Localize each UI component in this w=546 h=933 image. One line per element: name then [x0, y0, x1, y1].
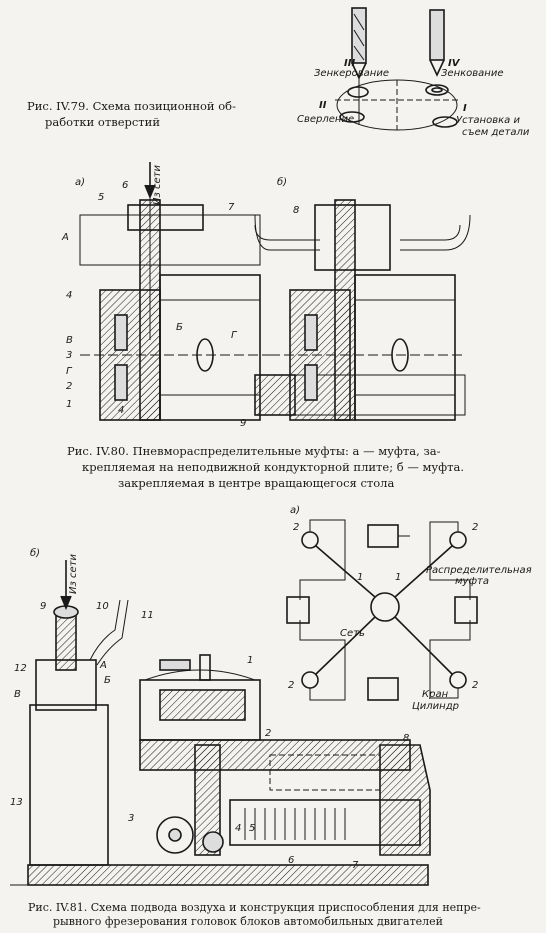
fig80-caption-line2: крепляемая на неподвижной кондукторной п…: [82, 460, 465, 474]
fig81b-from-net: Из сети: [68, 554, 79, 594]
fig81a-dist-label1: Распределительная: [426, 565, 532, 576]
fig81-caption-line2: рывного фрезерования головок блоков авто…: [53, 915, 444, 928]
fig80-label-Г-right: Г: [231, 330, 237, 341]
fig80-sub-a: а): [75, 177, 86, 188]
fig81b-label-5: 5: [249, 823, 256, 834]
fig81b-label-3: 3: [128, 813, 135, 824]
fig81-sub-b: б): [30, 548, 41, 559]
fig81a-label-2-tr: 2: [472, 522, 479, 533]
fig80-label-Б: Б: [176, 322, 183, 333]
fig80-label-7: 7: [228, 202, 235, 213]
fig81b-label-13: 13: [10, 797, 23, 808]
fig81b-label-A: A: [100, 660, 107, 671]
pos-III-label: Зенкерование: [314, 68, 389, 79]
fig80-label-4: 4: [66, 290, 73, 301]
pos-IV-numeral: IV: [448, 58, 460, 69]
fig79-caption-line1: Рис. IV.79. Схема позиционной об-: [27, 99, 236, 113]
fig80-label-4-bottom: 4: [118, 405, 125, 416]
fig80-label-9: 9: [240, 418, 247, 429]
fig81a-label-2-bl: 2: [288, 680, 295, 691]
fig81b-label-10: 10: [96, 601, 109, 612]
fig81b-label-8: 8: [403, 733, 410, 744]
fig80-caption-line1: Рис. IV.80. Пневмораспределительные муфт…: [67, 444, 441, 458]
fig81b-label-B: B: [14, 689, 21, 700]
fig81a-cyl-label: Цилиндр: [412, 701, 459, 712]
fig81a-label-2-br: 2: [472, 680, 479, 691]
fig81b-label-12: 12: [14, 663, 27, 674]
fig81b-label-11: 11: [141, 610, 154, 621]
fig81a-label-1-left: 1: [357, 572, 364, 583]
pos-III-numeral: III: [344, 58, 356, 69]
fig80-label-B: B: [66, 335, 73, 346]
pos-I-label1: Установка и: [456, 115, 520, 126]
fig81a-label-2-tl: 2: [293, 522, 300, 533]
fig80-label-A: A: [62, 232, 69, 243]
fig80-label-2: 2: [66, 381, 73, 392]
fig80-label-5: 5: [98, 192, 105, 203]
fig81b-label-Б: Б: [104, 675, 111, 686]
fig81b-label-1: 1: [247, 655, 254, 666]
fig81b-label-4: 4: [235, 823, 242, 834]
fig80-caption-line3: закрепляемая в центре вращающегося стола: [118, 476, 395, 490]
fig80-label-Г-left: Г: [66, 366, 72, 377]
pos-I-label2: съем детали: [462, 127, 530, 138]
fig80-label-3: 3: [66, 350, 73, 361]
fig81a-label-1-right: 1: [395, 572, 402, 583]
fig81a-valve-label: Кран: [422, 689, 449, 700]
fig79-caption-line2: работки отверстий: [45, 115, 160, 129]
fig81b-label-7: 7: [352, 860, 359, 871]
pos-I-numeral: I: [463, 103, 467, 114]
fig81b-label-2: 2: [265, 728, 272, 739]
fig80-label-6: 6: [122, 180, 129, 191]
fig80-sub-b: б): [277, 177, 288, 188]
fig81-caption-line1: Рис. IV.81. Схема подвода воздуха и конс…: [28, 901, 481, 914]
fig81b-label-9: 9: [40, 601, 47, 612]
pos-IV-label: Зенкование: [441, 68, 504, 79]
fig81b-label-6: 6: [288, 855, 295, 866]
fig81a-net-label: Сеть: [340, 628, 365, 639]
pos-II-numeral: II: [319, 100, 327, 111]
fig80-label-1: 1: [66, 399, 73, 410]
fig81a-dist-label2: муфта: [455, 576, 489, 587]
fig80-label-8: 8: [293, 205, 300, 216]
pos-II-label: Сверление: [297, 114, 355, 125]
fig81-sub-a: а): [290, 505, 301, 516]
